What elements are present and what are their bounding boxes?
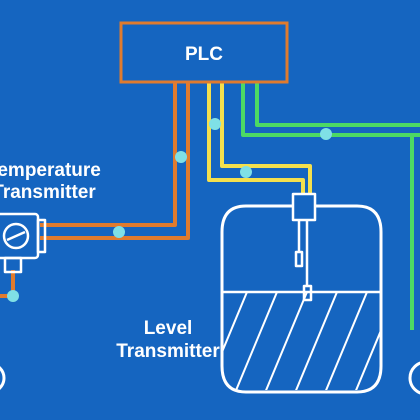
- sensor-head: [291, 192, 317, 222]
- junction-dot: [113, 226, 125, 238]
- temperature-transmitter-label: Temperature Transmitter: [0, 160, 101, 203]
- transmitter-neck: [3, 256, 23, 274]
- green-wire-inner: [255, 82, 420, 127]
- junction-dots: [7, 118, 332, 302]
- level-transmitter-label: Level Transmitter: [116, 318, 220, 362]
- junction-dot: [7, 290, 19, 302]
- transmitter-dial-needle: [6, 230, 26, 242]
- orange-wire-inner: [40, 82, 190, 240]
- yellow-wire-outer: [207, 82, 305, 193]
- plc-label: PLC: [185, 44, 223, 65]
- transmitter-flange-right: [36, 218, 47, 254]
- temperature-probe-icon: [0, 366, 6, 390]
- junction-dot: [320, 128, 332, 140]
- yellow-wires: [207, 82, 312, 193]
- junction-dot: [175, 151, 187, 163]
- temperature-transmitter-icon: [0, 212, 47, 274]
- plc-frame: [119, 21, 289, 84]
- green-wire-outer: [241, 82, 420, 137]
- temperature-transmitter-label-line2: Transmitter: [0, 182, 96, 203]
- right-device-icon: [408, 361, 420, 395]
- tank-icon: [220, 204, 383, 394]
- junction-dot: [240, 166, 252, 178]
- level-sensor-icon: [291, 192, 317, 302]
- liquid-hatch: [222, 292, 381, 390]
- yellow-wire-inner: [220, 82, 312, 193]
- orange-wire-outer: [40, 82, 177, 227]
- sensor-float-upper: [294, 250, 304, 268]
- sensor-float-lower: [302, 284, 313, 302]
- tank-outline: [220, 204, 383, 394]
- transmitter-dial: [2, 222, 30, 250]
- junction-dot: [209, 118, 221, 130]
- level-transmitter-label-line1: Level: [144, 318, 193, 339]
- level-transmitter-label-line2: Transmitter: [116, 341, 220, 362]
- green-wires: [241, 82, 420, 330]
- temperature-transmitter-label-line1: Temperature: [0, 160, 101, 181]
- plc-box: PLC: [119, 21, 289, 84]
